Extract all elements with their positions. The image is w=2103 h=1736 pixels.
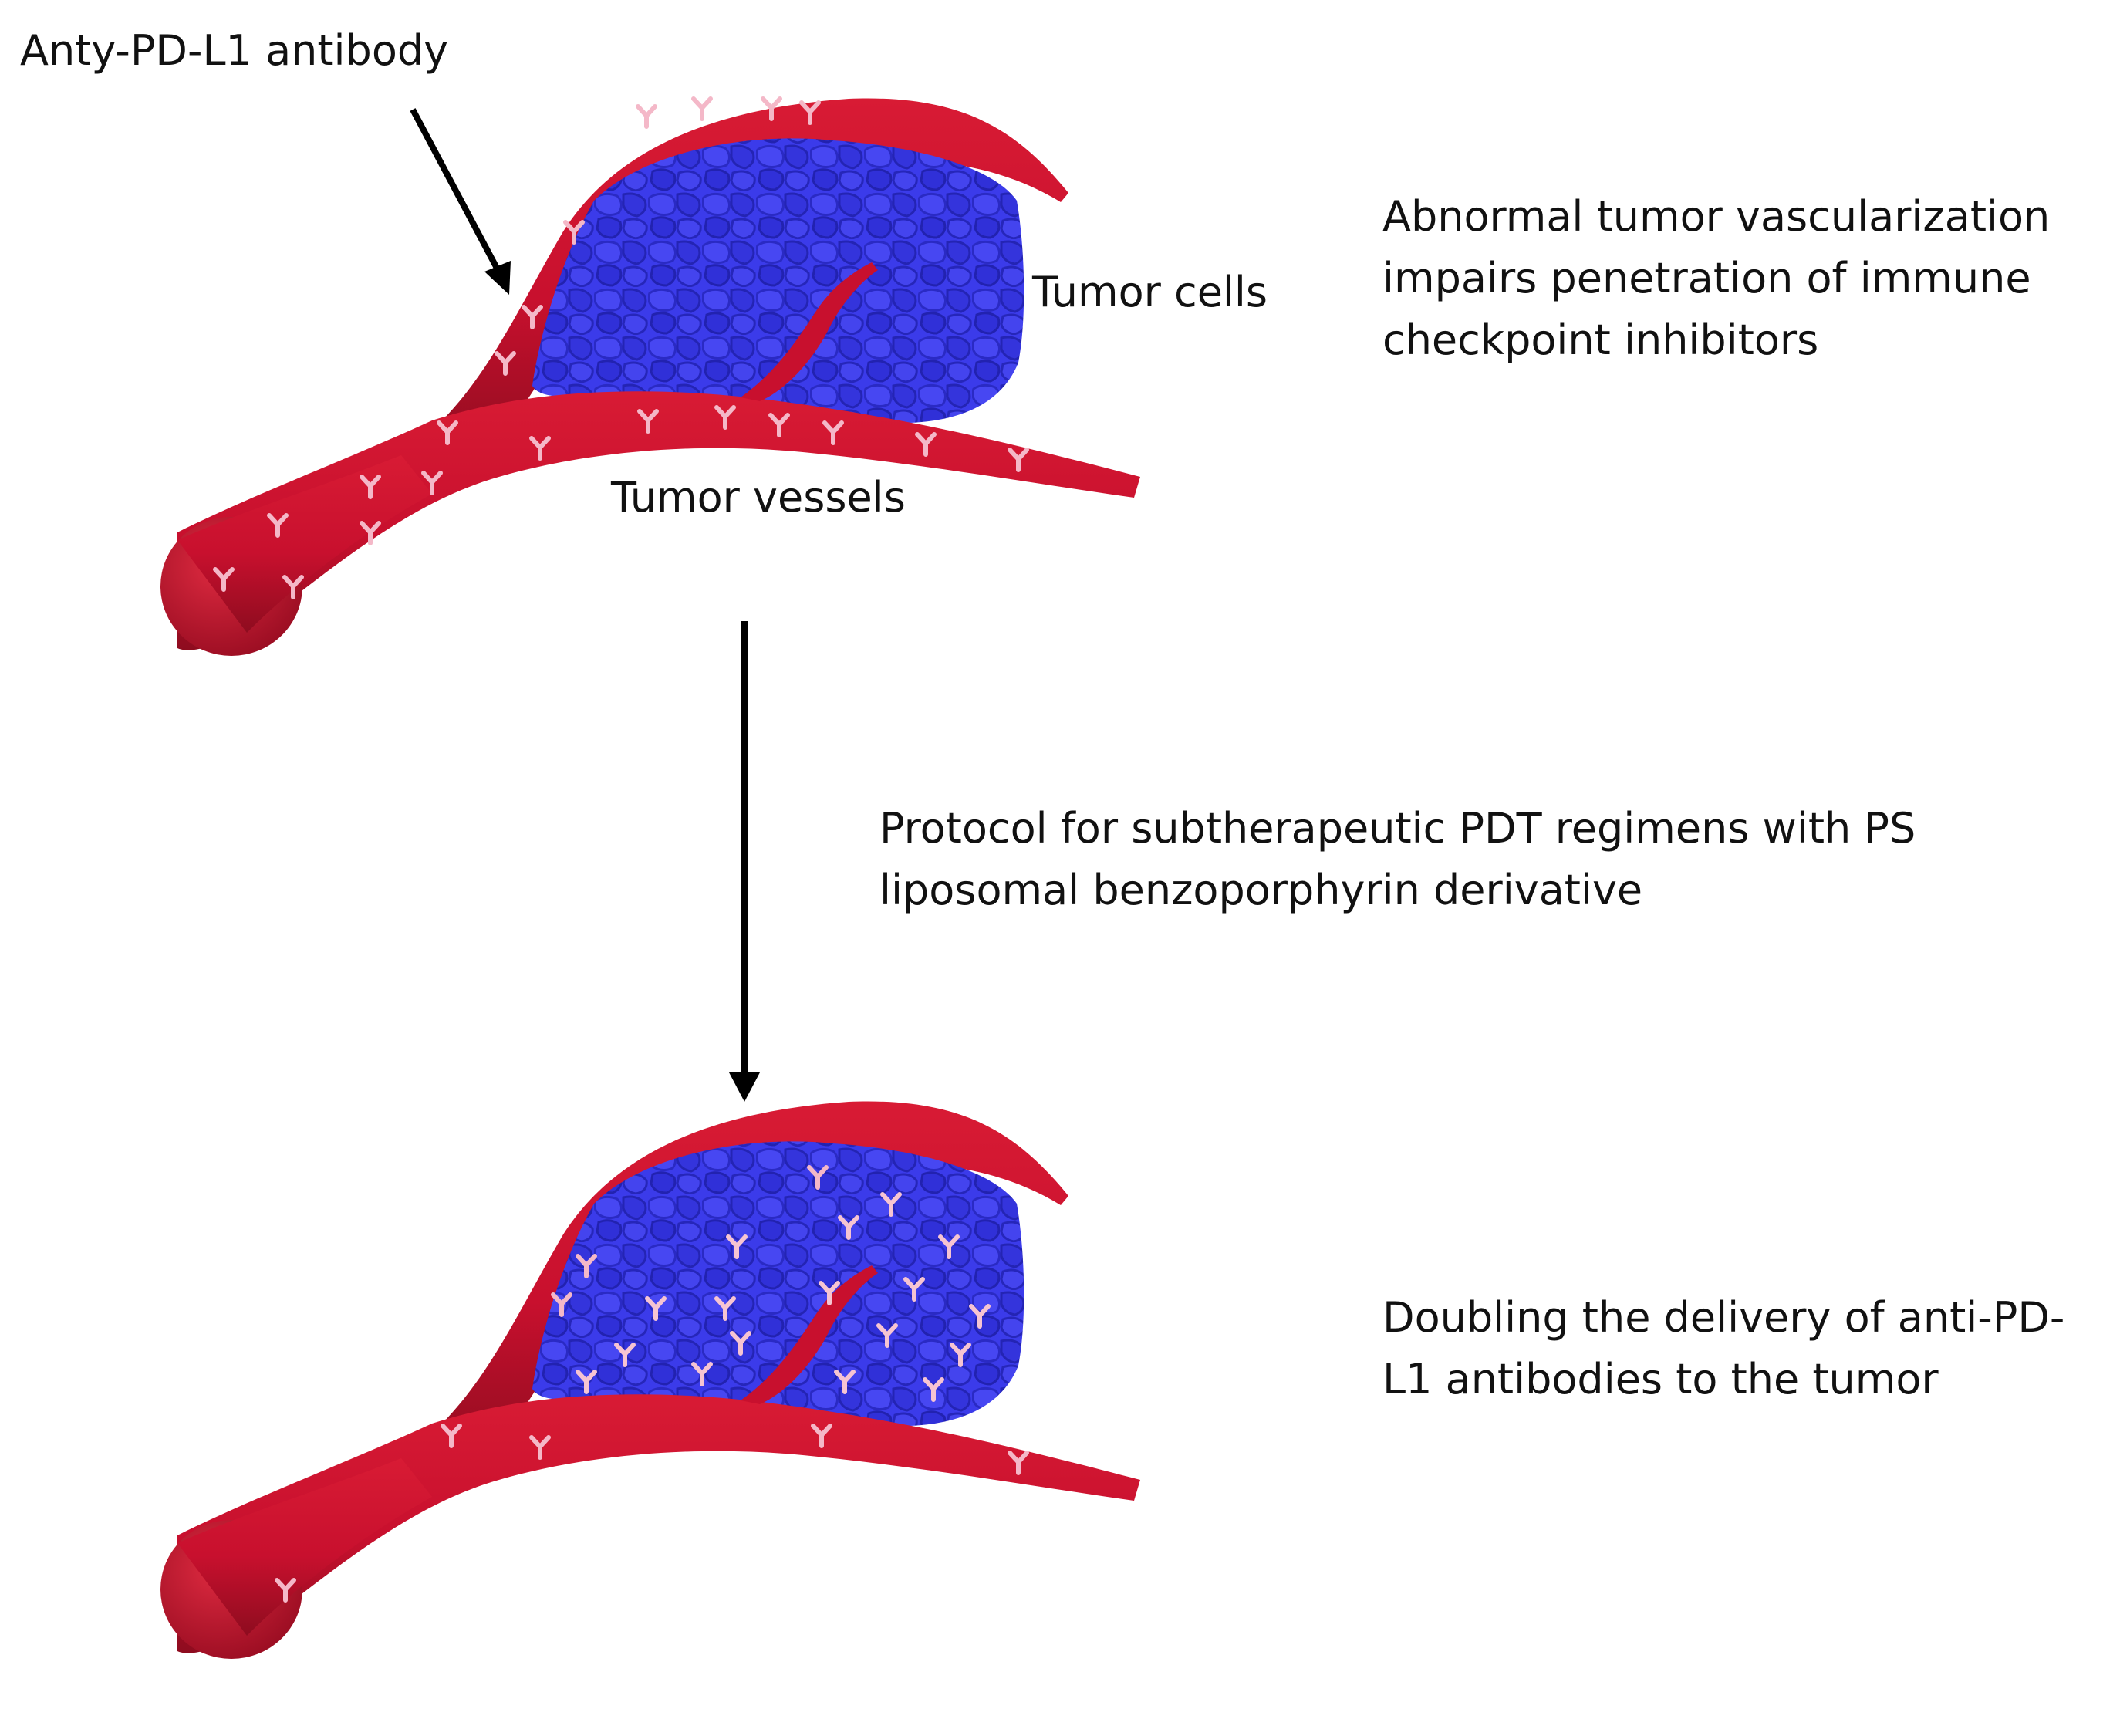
abnormal-vascularization-text: Abnormal tumor vascularization impairs p… [1382,186,2050,371]
abnormal-line-2: impairs penetration of immune [1382,254,2031,302]
protocol-text: Protocol for subtherapeutic PDT regimens… [879,798,1916,921]
vessel-tumor-after [160,1101,1140,1659]
process-arrow [729,621,760,1102]
vessel-tumor-before [160,98,1140,656]
tumor-capillary [741,262,878,401]
doubling-delivery-text: Doubling the delivery of anti-PD- L1 ant… [1382,1287,2064,1410]
tumor-capillary [741,1265,878,1404]
abnormal-line-1: Abnormal tumor vascularization [1382,192,2051,241]
tumor-cells-label: Tumor cells [1032,268,1268,316]
protocol-line-2: liposomal benzoporphyrin derivative [879,866,1643,914]
antibody-pointer-arrow [410,108,511,295]
protocol-line-1: Protocol for subtherapeutic PDT regimens… [879,804,1916,853]
abnormal-line-3: checkpoint inhibitors [1382,316,1819,364]
doubling-line-2: L1 antibodies to the tumor [1382,1355,1939,1403]
lower-vessel [177,391,1140,650]
doubling-line-1: Doubling the delivery of anti-PD- [1382,1293,2065,1342]
antibody-label: Anty-PD-L1 antibody [20,26,449,75]
tumor-mass [532,138,1024,423]
lower-vessel [177,1394,1140,1653]
tumor-vessels-label: Tumor vessels [611,473,906,522]
tumor-mass [532,1141,1024,1426]
